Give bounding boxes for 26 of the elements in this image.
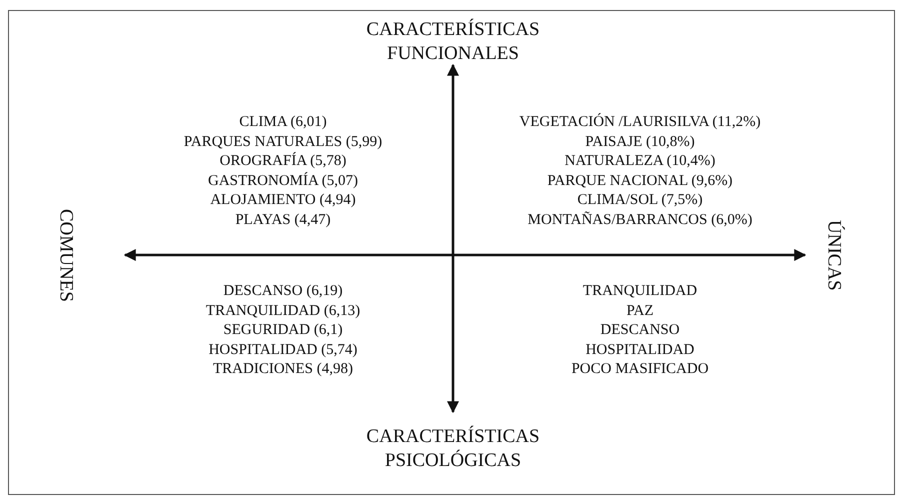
list-item: HOSPITALIDAD (586, 340, 694, 360)
axis-label: ÚNICAS (822, 220, 846, 290)
list-item: PAISAJE (10,8%) (585, 132, 695, 152)
list-item: POCO MASIFICADO (571, 360, 709, 379)
list-item: TRANQUILIDAD (582, 282, 698, 301)
list-item: TRANQUILIDAD (6,13) (206, 302, 360, 320)
list-item: GASTRONOMÍA (5,07) (208, 172, 358, 190)
list-item: MONTAÑAS/BARRANCOS (6,0%) (528, 210, 752, 230)
list-item: PARQUE NACIONAL (9,6%) (547, 172, 733, 190)
list-item: ALOJAMIENTO (4,94) (210, 191, 356, 210)
list-item: TRADICIONES (4,98) (213, 360, 353, 379)
list-item: SEGURIDAD (6,1) (223, 321, 343, 340)
list-item: CLIMA (6,01) (239, 113, 327, 132)
list-item: PAZ (626, 302, 654, 320)
list-item: VEGETACIÓN /LAURISILVA (11,2%) (519, 113, 761, 132)
axis-title: CARACTERÍSTICAS PSICOLÓGICAS (365, 425, 541, 473)
list-item: OROGRAFÍA (5,78) (220, 152, 346, 171)
list-item: PLAYAS (4,47) (235, 210, 331, 230)
list-item: HOSPITALIDAD (5,74) (208, 340, 358, 360)
list-item: CLIMA/SOL (7,5%) (577, 191, 703, 210)
list-item: PARQUES NATURALES (5,99) (184, 132, 382, 152)
list-item: NATURALEZA (10,4%) (564, 152, 716, 171)
list-item: DESCANSO (6,19) (223, 282, 343, 301)
list-item: DESCANSO (600, 321, 680, 340)
axis-title: CARACTERÍSTICAS FUNCIONALES (365, 18, 541, 66)
axis-label: COMUNES (54, 208, 78, 302)
